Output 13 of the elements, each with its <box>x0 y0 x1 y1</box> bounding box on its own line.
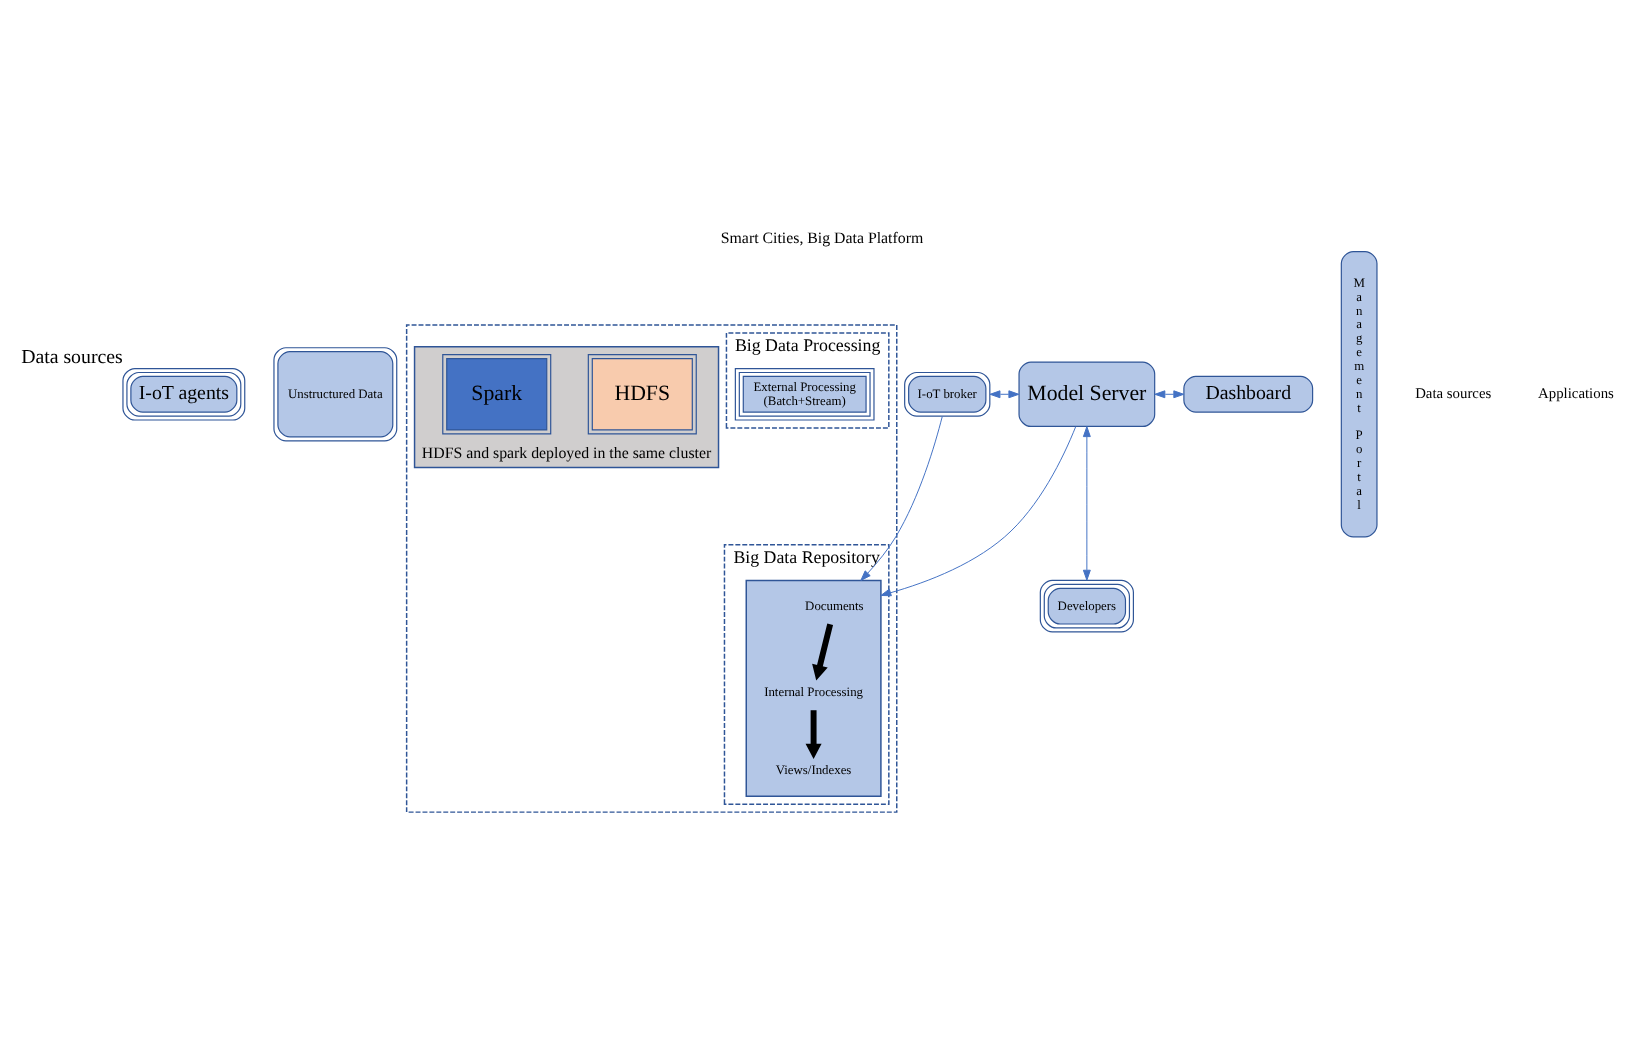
node-box: Dashboard <box>1183 375 1314 413</box>
arrow <box>880 426 1077 597</box>
cluster <box>405 324 898 813</box>
arrow <box>805 710 822 760</box>
arrow <box>860 416 943 581</box>
arrow <box>1082 426 1091 581</box>
node-label: Data sources <box>21 346 123 369</box>
label: Data sources <box>1415 383 1492 402</box>
label: Applications <box>1538 383 1614 402</box>
node-box: Model Server <box>1018 361 1156 428</box>
arrow <box>812 623 834 681</box>
cluster <box>745 579 882 798</box>
diagram-title: Smart Cities, Big Data Platform <box>720 228 924 247</box>
